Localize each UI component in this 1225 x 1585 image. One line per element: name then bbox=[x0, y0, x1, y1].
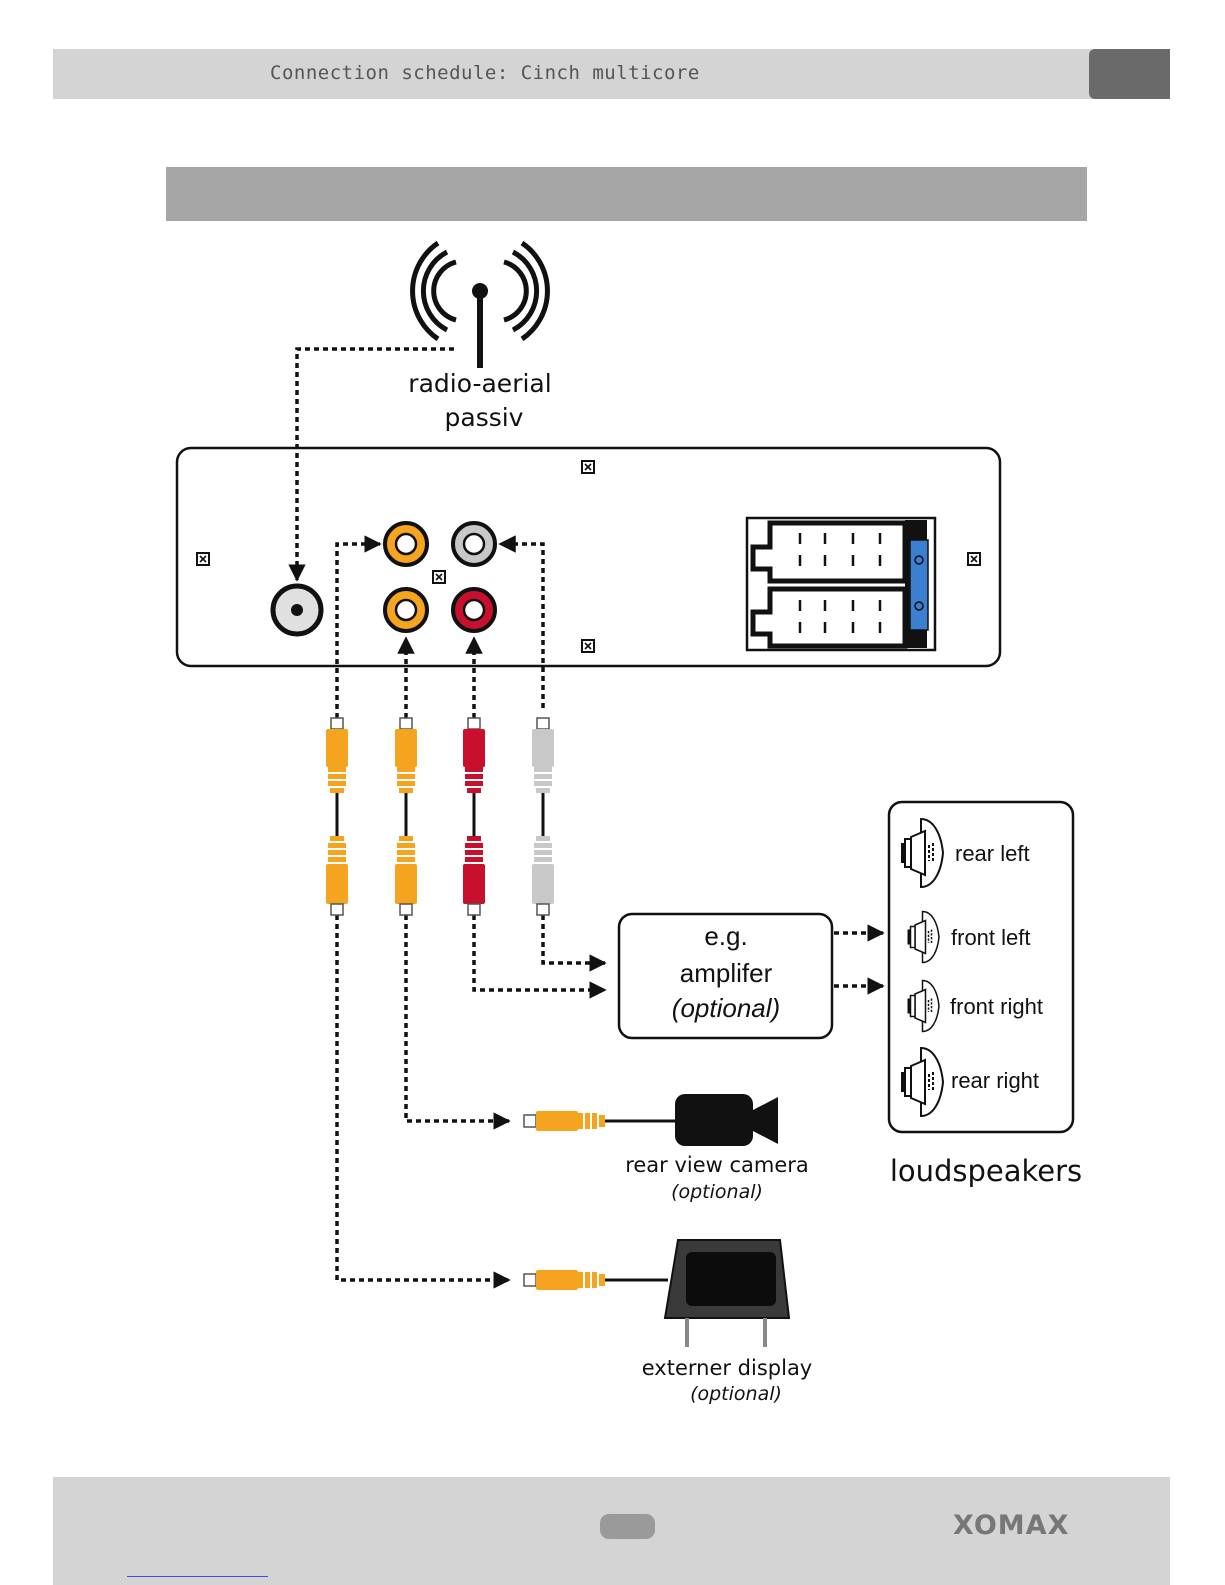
cinch-plug-icon bbox=[395, 718, 417, 793]
screw-icon bbox=[968, 553, 980, 565]
speaker-label-front-right: front right bbox=[950, 994, 1043, 1019]
camera-icon bbox=[675, 1094, 778, 1146]
antenna-socket bbox=[273, 586, 321, 634]
passiv-label: passiv bbox=[445, 403, 524, 432]
cinch-plug-icon bbox=[463, 718, 485, 793]
cinch-cable-audio-left bbox=[532, 718, 554, 915]
loudspeakers-label: loudspeakers bbox=[890, 1154, 1082, 1188]
cinch-cable-video-2 bbox=[395, 718, 417, 915]
amplifier-label-name: amplifer bbox=[680, 958, 773, 988]
cinch-plug-icon bbox=[532, 836, 554, 915]
speaker-label-rear-right: rear right bbox=[951, 1068, 1039, 1093]
rca-socket-audio-right bbox=[453, 589, 495, 631]
screw-icon bbox=[582, 640, 594, 652]
speaker-label-front-left: front left bbox=[951, 925, 1030, 950]
amplifier-label-optional: (optional) bbox=[672, 993, 780, 1023]
brand-logo: XOMAX bbox=[953, 1510, 1083, 1542]
camera-optional-label: (optional) bbox=[671, 1181, 763, 1203]
footer-link[interactable] bbox=[127, 1576, 268, 1577]
camera-cable bbox=[524, 1111, 676, 1131]
display-label: externer display bbox=[642, 1356, 813, 1380]
screw-icon bbox=[197, 553, 209, 565]
display-optional-label: (optional) bbox=[690, 1383, 782, 1405]
cinch-cable-video-1 bbox=[326, 718, 348, 915]
cinch-plug-icon bbox=[524, 1111, 605, 1131]
rca-socket-video-out-2 bbox=[385, 589, 427, 631]
screw-icon bbox=[582, 461, 594, 473]
camera-label: rear view camera bbox=[625, 1153, 809, 1177]
rca-socket-video-out-1 bbox=[385, 523, 427, 565]
cinch-plug-icon bbox=[524, 1270, 605, 1290]
display-icon bbox=[665, 1240, 789, 1347]
cinch-plug-icon bbox=[326, 718, 348, 793]
page-number-pill bbox=[600, 1514, 655, 1539]
radio-aerial-label: radio-aerial bbox=[408, 369, 551, 398]
cinch-plug-icon bbox=[463, 836, 485, 915]
cinch-plug-icon bbox=[326, 836, 348, 915]
iso-connector-icon bbox=[747, 518, 935, 650]
screw-icon bbox=[433, 571, 445, 583]
speaker-label-rear-left: rear left bbox=[955, 841, 1030, 866]
cinch-plug-icon bbox=[532, 718, 554, 793]
rca-socket-audio-left bbox=[453, 523, 495, 565]
cinch-cable-audio-right bbox=[463, 718, 485, 915]
cinch-plug-icon bbox=[395, 836, 417, 915]
amplifier-label-eg: e.g. bbox=[704, 921, 747, 951]
display-cable bbox=[524, 1270, 668, 1290]
